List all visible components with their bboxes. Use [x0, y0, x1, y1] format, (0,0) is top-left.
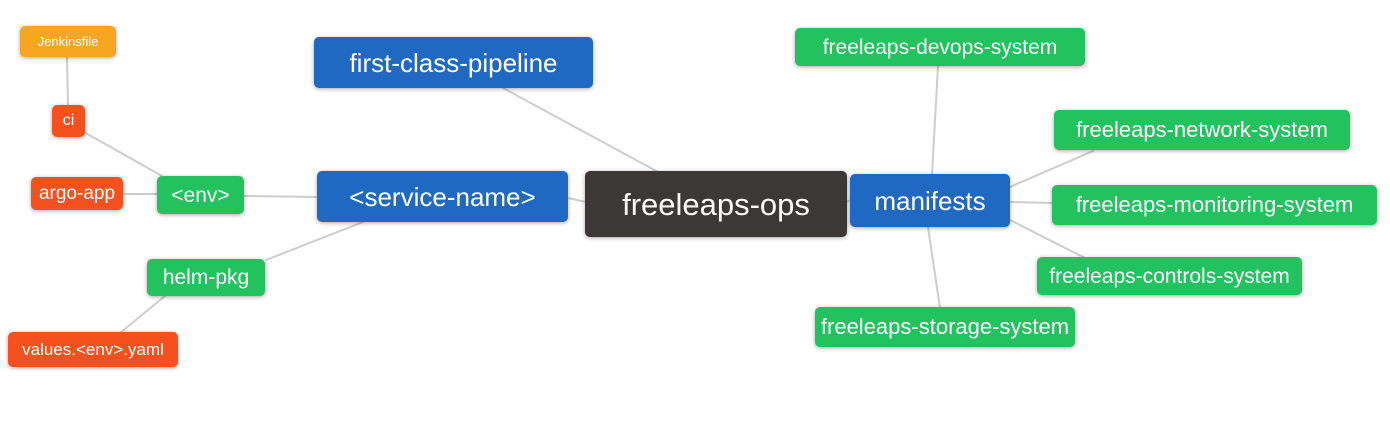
edge-service-name-root [567, 197, 587, 203]
node-manifests[interactable]: manifests [850, 174, 1010, 227]
node-values-env-yaml[interactable]: values.<env>.yaml [8, 332, 178, 367]
node-service-name[interactable]: <service-name> [317, 171, 568, 222]
edge-manifests-storage-system [927, 226, 941, 309]
node-env[interactable]: <env> [157, 176, 244, 214]
node-first-class-pipeline[interactable]: first-class-pipeline [314, 37, 593, 88]
node-freeleaps-network-system[interactable]: freeleaps-network-system [1054, 110, 1350, 150]
node-freeleaps-monitoring-system[interactable]: freeleaps-monitoring-system [1052, 185, 1377, 225]
edge-manifests-controls-system [1009, 219, 1086, 259]
node-freeleaps-storage-system[interactable]: freeleaps-storage-system [815, 307, 1075, 347]
edge-helm-pkg-values-yaml [119, 295, 166, 334]
node-ci[interactable]: ci [52, 105, 85, 137]
node-helm-pkg[interactable]: helm-pkg [147, 259, 265, 296]
node-freeleaps-ops-root[interactable]: freeleaps-ops [585, 171, 847, 237]
edge-manifests-monitoring-system [1009, 201, 1053, 204]
edge-service-name-helm-pkg [265, 221, 364, 261]
node-argo-app[interactable]: argo-app [31, 177, 123, 210]
edge-ci-env [83, 131, 163, 177]
edge-first-class-pipeline-root [502, 87, 661, 174]
edge-jenkinsfile-ci [66, 56, 69, 106]
edge-env-service-name [243, 195, 318, 198]
node-freeleaps-devops-system[interactable]: freeleaps-devops-system [795, 28, 1085, 66]
node-jenkinsfile[interactable]: Jenkinsfile [20, 26, 116, 57]
edge-manifests-network-system [1009, 150, 1094, 188]
edge-manifests-devops-system [931, 65, 939, 175]
node-freeleaps-controls-system[interactable]: freeleaps-controls-system [1037, 257, 1302, 295]
